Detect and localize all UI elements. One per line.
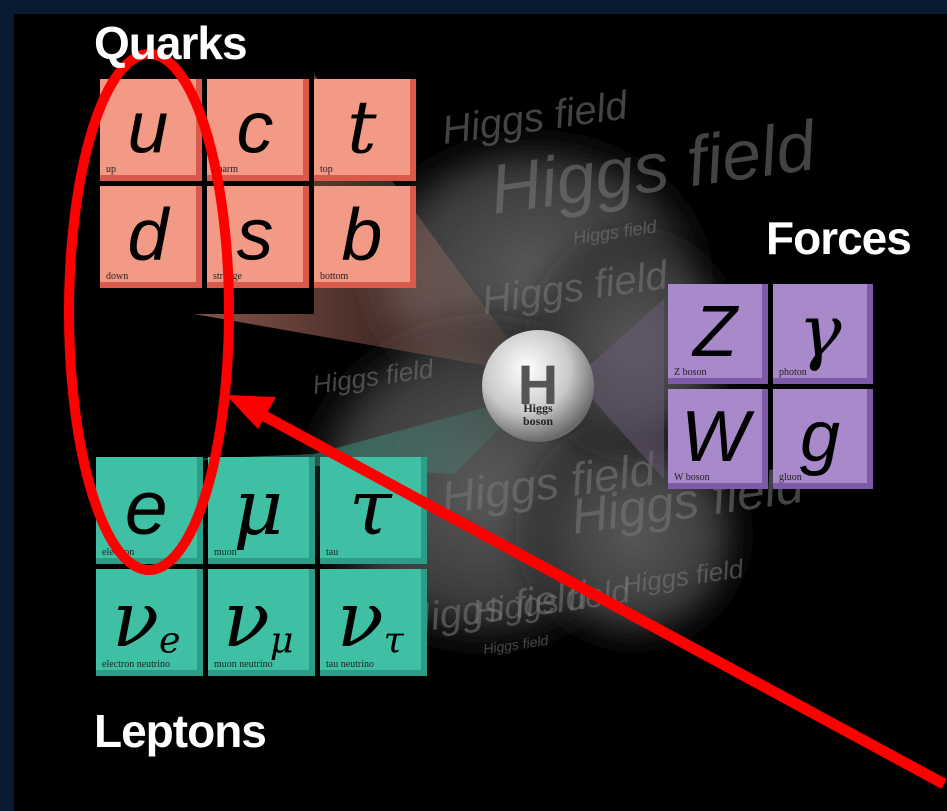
particle-name: tau — [326, 547, 338, 558]
particle-name: gluon — [779, 472, 802, 483]
particle-symbol: d — [128, 193, 171, 275]
particle-name: W boson — [674, 472, 710, 483]
leptons-heading: Leptons — [94, 705, 267, 757]
forces-heading: Forces — [766, 212, 912, 264]
particle-symbol: g — [800, 397, 840, 477]
particle-subscript: τ — [384, 618, 405, 661]
particle-subscript: e — [159, 618, 181, 661]
particle-name: tau neutrino — [326, 659, 374, 670]
particle-symbol: γ — [798, 289, 842, 373]
force-beam — [574, 299, 664, 479]
particle-name: muon — [214, 547, 237, 558]
particle-name: muon neutrino — [214, 659, 273, 670]
higgs-boson: H Higgs boson — [482, 330, 594, 442]
lepton-beam — [194, 394, 534, 474]
particle-symbol: c — [237, 86, 274, 168]
particle-symbol: μ — [233, 463, 283, 553]
annotation-arrow-head — [226, 395, 276, 429]
particle-symbol: s — [237, 193, 274, 275]
particle-name: photon — [779, 367, 807, 378]
annotation-arrow-shaft — [243, 401, 947, 789]
higgs-label-line2: boson — [523, 414, 553, 428]
particle-name: electron neutrino — [102, 659, 170, 670]
higgs-label-line1: Higgs — [523, 401, 553, 415]
force-tile-Z-boson: ZZ boson — [668, 284, 768, 384]
particle-symbol: u — [128, 86, 169, 168]
particle-symbol: b — [342, 193, 383, 275]
particle-subscript: μ — [270, 618, 294, 661]
particle-name: bottom — [320, 271, 349, 282]
quark-tile-up: u up — [100, 79, 202, 181]
particle-name: top — [320, 164, 333, 175]
particle-name: charm — [213, 164, 238, 175]
particle-name: Z boson — [674, 367, 707, 378]
force-tile-W-boson: WW boson — [668, 389, 768, 489]
quarks-heading: Quarks — [94, 17, 248, 69]
particle-symbol: W — [681, 397, 755, 477]
quark-tile-top: t top — [314, 79, 416, 181]
particle-name: down — [106, 271, 128, 282]
particle-name: up — [106, 164, 116, 175]
annotation-circle — [64, 49, 234, 575]
particle-symbol: e — [125, 465, 168, 551]
higgs-symbol: H — [518, 353, 558, 416]
particle-symbol: νe — [112, 575, 180, 665]
particle-symbol: t — [347, 85, 377, 170]
particle-symbol: Z — [691, 292, 739, 372]
